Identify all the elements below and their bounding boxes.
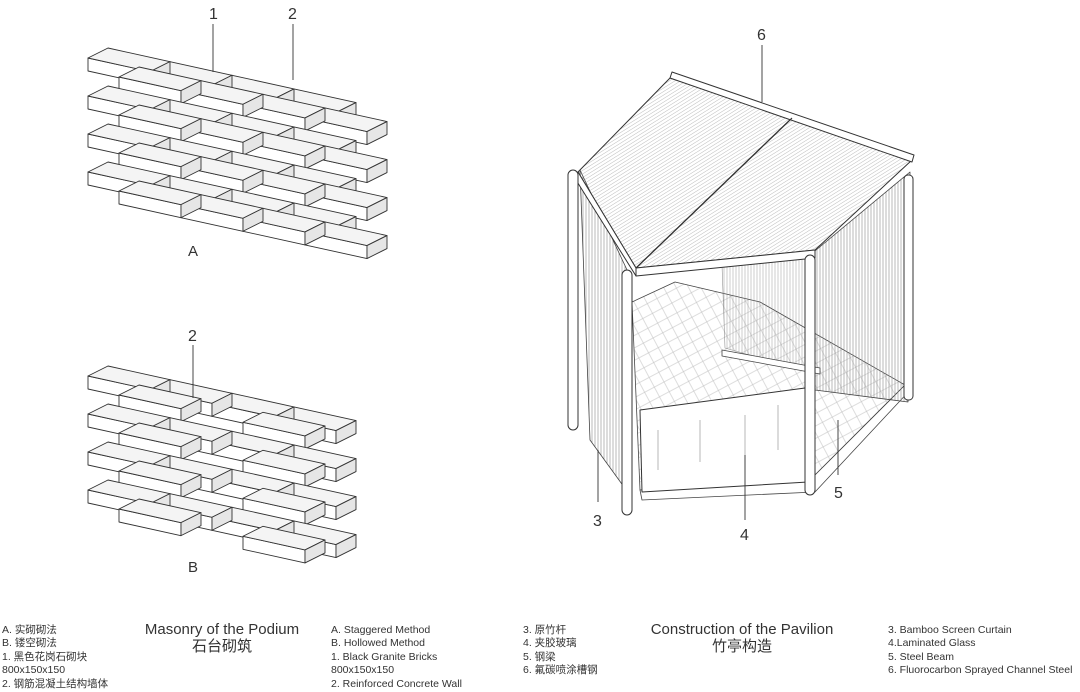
brick-face bbox=[180, 474, 202, 499]
brick-face bbox=[242, 207, 264, 232]
brick-face bbox=[304, 183, 326, 208]
brick-face bbox=[366, 121, 388, 146]
brick-face bbox=[304, 539, 326, 564]
legend-line: B. Hollowed Method bbox=[331, 637, 425, 650]
brick-face bbox=[335, 420, 357, 445]
legend-line: 3. 原竹杆 bbox=[523, 624, 567, 636]
brick-face bbox=[180, 194, 202, 219]
brick-face bbox=[304, 145, 326, 170]
callout-pavilion-4: 4 bbox=[740, 527, 749, 544]
bamboo-columns bbox=[567, 169, 914, 516]
brick-face bbox=[335, 496, 357, 521]
brick-face bbox=[304, 221, 326, 246]
brick-face bbox=[366, 159, 388, 184]
legend-line: 1. 黑色花岗石砌块 bbox=[2, 650, 88, 663]
brick-face bbox=[211, 392, 233, 417]
wall-b-drawing bbox=[87, 365, 357, 564]
legend-line: A. 实砌砌法 bbox=[2, 624, 57, 636]
brick-face bbox=[304, 463, 326, 488]
callout-pavilion-5: 5 bbox=[834, 485, 843, 502]
pavilion-title-cn: 竹亭构造 bbox=[711, 637, 772, 655]
pavilion-title: Construction of the Pavilion 竹亭构造 bbox=[640, 621, 844, 655]
brick-face bbox=[242, 169, 264, 194]
callout-pavilion-3: 3 bbox=[593, 513, 602, 530]
brick-face bbox=[304, 501, 326, 526]
roof-ridge-channel-steel bbox=[669, 71, 915, 163]
legend-line: B. 镂空砌法 bbox=[2, 637, 57, 650]
pavilion-drawing bbox=[567, 45, 915, 520]
brick-face bbox=[304, 107, 326, 132]
legend-line: 2. Reinforced Concrete Wall bbox=[331, 677, 462, 690]
brick-face bbox=[304, 425, 326, 450]
brick-face bbox=[335, 534, 357, 559]
wall-a-drawing bbox=[87, 47, 388, 260]
masonry-title-en: Masonry of the Podium bbox=[144, 621, 300, 638]
brick-face bbox=[211, 506, 233, 531]
legend-line: 1. Black Granite Bricks bbox=[331, 650, 438, 663]
masonry-title-cn: 石台砌筑 bbox=[191, 637, 252, 655]
masonry-title: Masonry of the Podium 石台砌筑 bbox=[134, 621, 310, 655]
legend-line: A. Staggered Method bbox=[331, 624, 431, 636]
legend-line: 4. 夹胶玻璃 bbox=[523, 637, 577, 650]
callout-wall-a-2: 2 bbox=[288, 6, 297, 23]
legend-line: 6. Fluorocarbon Sprayed Channel Steel bbox=[888, 664, 1073, 677]
brick-face bbox=[180, 512, 202, 537]
legend-line: 4.Laminated Glass bbox=[888, 637, 976, 650]
brick-face bbox=[180, 156, 202, 181]
brick-face bbox=[211, 468, 233, 493]
brick-face bbox=[211, 430, 233, 455]
brick-face bbox=[242, 131, 264, 156]
legend-line: 800x150x150 bbox=[2, 664, 66, 677]
legend-line: 2. 钢筋混凝土结构墙体 bbox=[2, 677, 109, 690]
construction-diagram: 1 2 A 2 B 6 3 4 5 bbox=[87, 6, 915, 576]
brick-face bbox=[180, 80, 202, 105]
caption-wall-b: B bbox=[188, 559, 198, 576]
callout-wall-b-2: 2 bbox=[188, 328, 197, 345]
legend-line: 5. Steel Beam bbox=[888, 650, 954, 663]
brick-face bbox=[180, 436, 202, 461]
inner-steel-beam bbox=[721, 349, 821, 375]
brick-face bbox=[366, 235, 388, 260]
callout-wall-a-1: 1 bbox=[209, 6, 218, 23]
brick-face bbox=[366, 197, 388, 222]
legend-line: 3. Bamboo Screen Curtain bbox=[888, 624, 1012, 636]
brick-face bbox=[242, 93, 264, 118]
callout-pavilion-6: 6 bbox=[757, 27, 766, 44]
legend-line: 800x150x150 bbox=[331, 664, 395, 677]
brick-face bbox=[180, 398, 202, 423]
caption-wall-a: A bbox=[188, 243, 198, 260]
brick-face bbox=[180, 118, 202, 143]
brick-face bbox=[335, 458, 357, 483]
legend-line: 6. 氟碳喷涂槽钢 bbox=[523, 664, 598, 677]
legend-line: 5. 钢梁 bbox=[523, 650, 556, 663]
pavilion-title-en: Construction of the Pavilion bbox=[650, 621, 834, 638]
